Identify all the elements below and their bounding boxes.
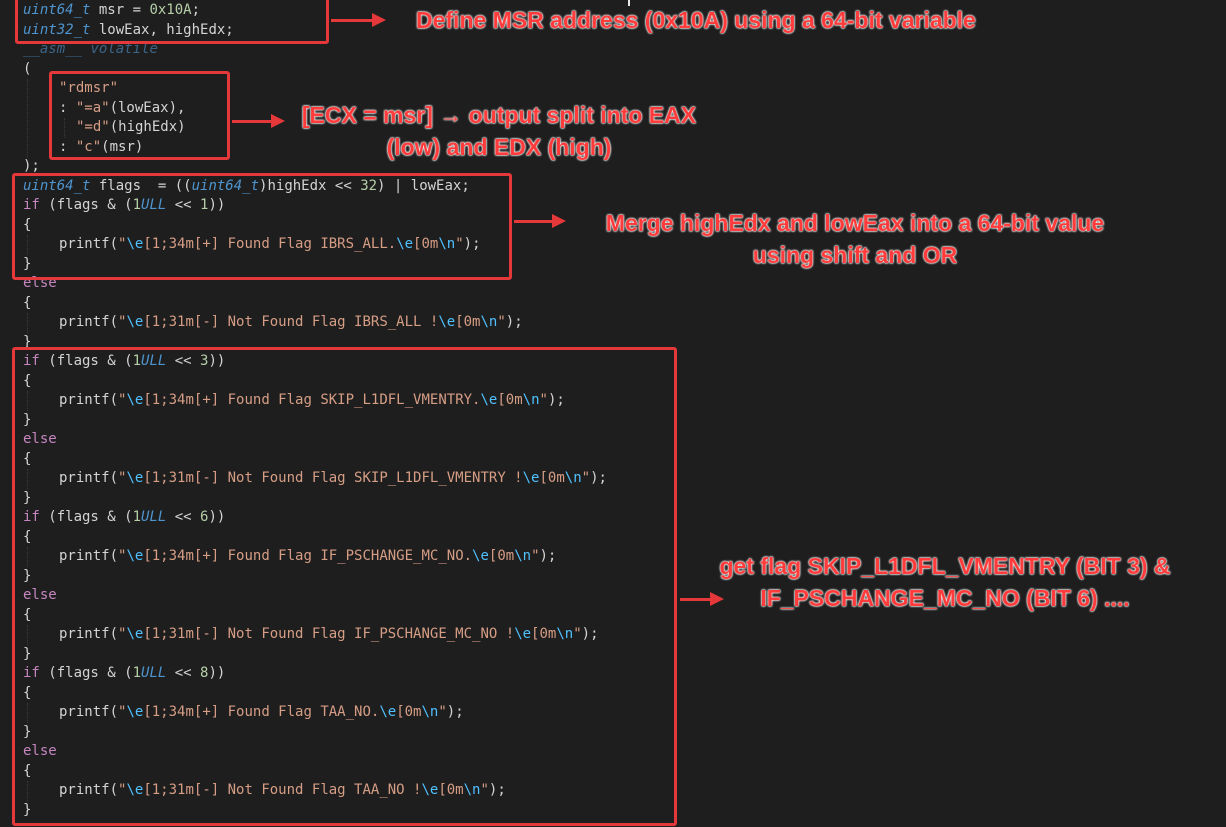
code-line-brace: { xyxy=(23,372,32,389)
code-line-flags-merge: uint64_t flags = ((uint64_t)highEdx << 3… xyxy=(23,177,470,194)
annotation-get-flags: get flag SKIP_L1DFL_VMENTRY (BIT 3) &IF_… xyxy=(719,553,1171,611)
code-line-else: else xyxy=(23,743,57,759)
code-line-printf-notfound: printf("\e[1;31m[-] Not Found Flag IF_PS… xyxy=(59,626,599,642)
code-line-brace: { xyxy=(23,762,32,779)
code-line-if-bit8: if (flags & (1ULL << 8)) xyxy=(23,665,226,681)
code-line-brace: } xyxy=(23,333,32,350)
code-line-brace: } xyxy=(23,255,32,272)
code-line-output-edx: "=d"(highEdx) xyxy=(76,119,186,135)
code-line-asm-volatile: __asm__ volatile xyxy=(23,41,158,57)
code-line-open-paren: ( xyxy=(23,60,32,77)
indent-guide xyxy=(27,469,28,489)
highlight-box-msr-decl xyxy=(15,0,329,44)
annotation-arrow xyxy=(331,13,386,27)
code-line-brace: } xyxy=(23,645,32,662)
code-line-if-bit3: if (flags & (1ULL << 3)) xyxy=(23,353,226,369)
code-line-printf-found: printf("\e[1;34m[+] Found Flag IF_PSCHAN… xyxy=(59,548,557,564)
indent-guide xyxy=(27,781,28,801)
code-line-printf-found: printf("\e[1;34m[+] Found Flag IBRS_ALL.… xyxy=(59,236,481,252)
indent-guide xyxy=(27,79,28,157)
code-line-else: else xyxy=(23,431,57,447)
code-line-printf-found: printf("\e[1;34m[+] Found Flag TAA_NO.\e… xyxy=(59,704,464,720)
code-line-printf-notfound: printf("\e[1;31m[-] Not Found Flag TAA_N… xyxy=(59,782,506,798)
code-line-printf-notfound: printf("\e[1;31m[-] Not Found Flag SKIP_… xyxy=(59,470,607,486)
code-line-close-paren: ); xyxy=(23,158,40,174)
indent-guide xyxy=(27,703,28,723)
code-line-low-high-decl: uint32_t lowEax, highEdx; xyxy=(23,21,234,38)
indent-guide xyxy=(27,625,28,645)
code-line-brace: } xyxy=(23,489,32,506)
highlight-box-asm-operands xyxy=(49,71,230,160)
indent-guide xyxy=(27,547,28,567)
code-line-brace: { xyxy=(23,606,32,623)
text-cursor xyxy=(628,0,630,6)
code-line-brace: { xyxy=(23,450,32,467)
annotation-arrow xyxy=(514,214,566,228)
code-line-if-bit6: if (flags & (1ULL << 6)) xyxy=(23,509,226,525)
code-line-brace: { xyxy=(23,294,32,311)
code-line-if-bit1: if (flags & (1ULL << 1)) xyxy=(23,197,226,213)
annotation-merge-flags: Merge highEdx and lowEax into a 64-bit v… xyxy=(605,210,1105,268)
code-line-printf-found: printf("\e[1;34m[+] Found Flag SKIP_L1DF… xyxy=(59,392,565,408)
highlight-box-flag-checks xyxy=(12,347,677,826)
code-line-msr: uint64_t msr = 0x10A; xyxy=(23,2,201,18)
highlight-box-flags-merge xyxy=(12,173,512,280)
code-line-rdmsr: "rdmsr" xyxy=(59,80,119,96)
code-line-brace: { xyxy=(23,684,32,701)
annotation-arrow xyxy=(680,592,724,606)
code-line-else: else xyxy=(23,587,57,603)
annotation-ecx-output: [ECX = msr] → output split into EAX(low)… xyxy=(301,102,697,160)
code-line-brace: } xyxy=(23,723,32,740)
code-line-brace: } xyxy=(23,801,32,818)
indent-guide xyxy=(27,313,28,333)
code-line-brace: { xyxy=(23,216,32,233)
code-line-brace: } xyxy=(23,567,32,584)
code-line-output-eax: : "=a"(lowEax), xyxy=(59,99,186,116)
code-line-input-ecx: : "c"(msr) xyxy=(59,138,144,155)
code-line-brace: { xyxy=(23,528,32,545)
indent-guide xyxy=(27,391,28,411)
annotation-arrow xyxy=(232,114,285,128)
indent-guide xyxy=(64,118,65,138)
code-line-printf-notfound: printf("\e[1;31m[-] Not Found Flag IBRS_… xyxy=(59,314,523,330)
annotation-msr-address: Define MSR address (0x10A) using a 64-bi… xyxy=(416,7,976,33)
indent-guide xyxy=(27,235,28,255)
code-line-brace: } xyxy=(23,411,32,428)
